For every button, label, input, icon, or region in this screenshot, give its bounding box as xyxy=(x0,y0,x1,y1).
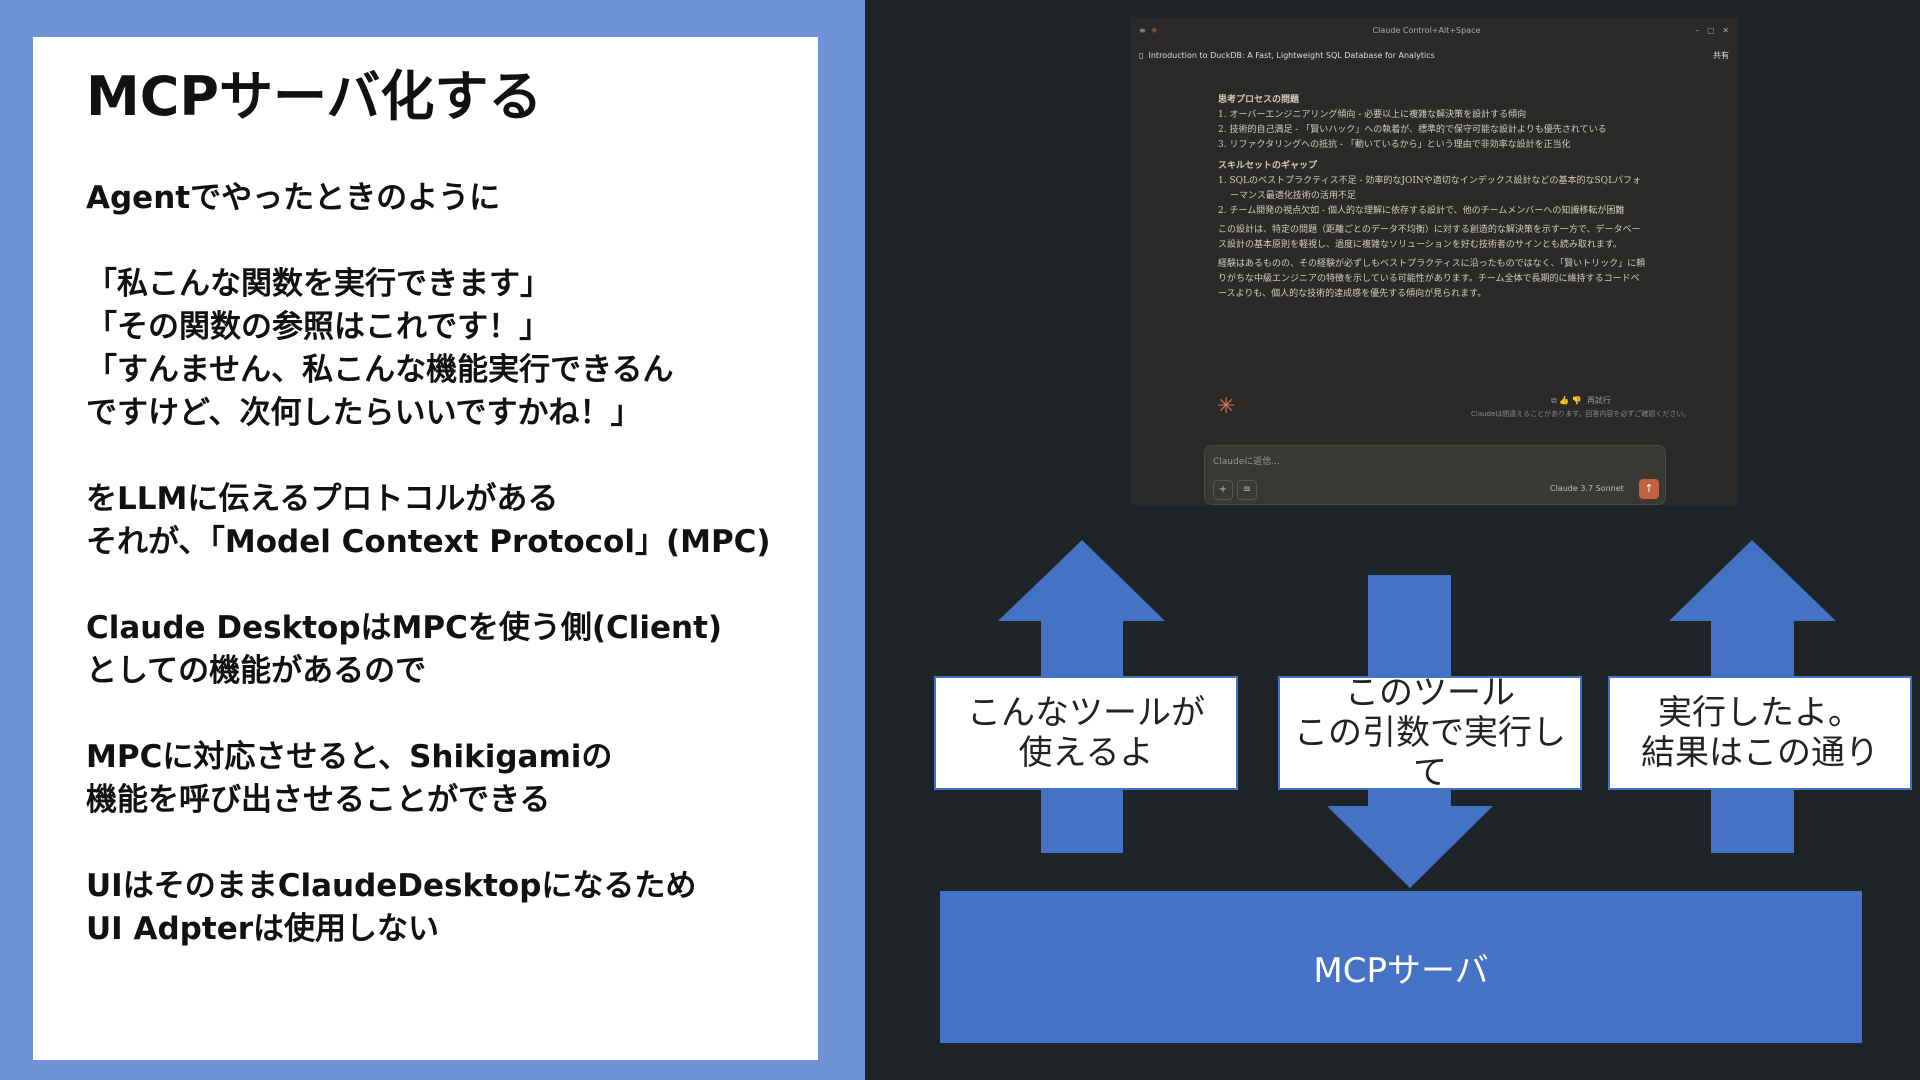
explanation-card: MCPサーバ化する Agentでやったときのように 「私こんな関数を実行できます… xyxy=(33,37,818,1060)
sidebar-toggle-icon[interactable]: ▯ xyxy=(1139,50,1144,60)
message-paragraph: この設計は、特定の問題（距離ごとのデータ不均衡）に対する創造的な解決策を示す一方… xyxy=(1218,225,1641,250)
disclaimer-text: Claudeは間違えることがあります。回答内容を必ずご確認ください。 xyxy=(1471,410,1691,418)
window-title: Claude Control+Alt+Space xyxy=(1372,25,1481,35)
list-item: 2. チーム開発の視点欠如 - 個人的な理解に依存する設計で、他のチームメンバー… xyxy=(1218,206,1625,216)
message-content: 思考プロセスの問題 1. オーバーエンジニアリング傾向 - 必要以上に複雑な解決… xyxy=(1218,87,1648,302)
menu-icon[interactable]: ≡ xyxy=(1139,25,1146,35)
close-icon[interactable]: ✕ xyxy=(1722,25,1729,35)
slide-title: MCPサーバ化する xyxy=(86,65,543,128)
paragraph-2: 「私こんな関数を実行できます」 「その関数の参照はこれです！」 「すんません、私… xyxy=(86,266,674,431)
maximize-icon[interactable]: ▢ xyxy=(1707,25,1715,35)
paragraph-6: UIはそのままClaudeDesktopになるため UI Adpterは使用しな… xyxy=(86,868,697,947)
label-run-tool: このツール この引数で実行して xyxy=(1278,673,1582,793)
list-item: 1. SQLのベストプラクティス不足 - 効率的なJOINや適切なインデックス設… xyxy=(1218,176,1642,201)
retry-button[interactable]: 再試行 xyxy=(1586,396,1611,405)
explanation-body: Agentでやったときのように 「私こんな関数を実行できます」 「その関数の参照… xyxy=(86,177,806,994)
list-item: 2. 技術的自己満足 - 「賢いハック」への執着が、標準的で保守可能な設計よりも… xyxy=(1218,125,1607,135)
reply-input[interactable]: Claudeに返信... xyxy=(1213,457,1280,467)
thumbs-up-icon[interactable]: 👍 xyxy=(1559,396,1570,405)
message-actions: ⧉ 👍 👎 再試行 xyxy=(1551,395,1611,406)
model-selector[interactable]: Claude 3.7 Sonnet xyxy=(1550,484,1624,493)
message-paragraph: 経験はあるものの、その経験が必ずしもベストプラクティスに沿ったものではなく、「賢… xyxy=(1218,259,1646,299)
copy-icon[interactable]: ⧉ xyxy=(1551,396,1557,405)
claude-spark-icon: ✳ xyxy=(1217,394,1236,419)
heading-thinking: 思考プロセスの問題 xyxy=(1218,95,1300,105)
claude-logo-icon: ✳ xyxy=(1150,25,1158,35)
heading-skills: スキルセットのギャップ xyxy=(1218,161,1318,171)
window-titlebar: ≡ ✳ Claude Control+Alt+Space – ▢ ✕ xyxy=(1131,17,1737,43)
label-tools-available: こんなツールが 使えるよ xyxy=(934,676,1238,790)
conversation-header: ▯ Introduction to DuckDB: A Fast, Lightw… xyxy=(1131,43,1737,67)
minimize-icon[interactable]: – xyxy=(1695,25,1700,35)
list-item: 3. リファクタリングへの抵抗 - 「動いているから」という理由で非効率な設計を… xyxy=(1218,140,1571,150)
conversation-title[interactable]: Introduction to DuckDB: A Fast, Lightwei… xyxy=(1148,50,1435,60)
send-button[interactable]: ↑ xyxy=(1639,479,1659,499)
share-button[interactable]: 共有 xyxy=(1713,50,1729,60)
claude-desktop-screenshot: ≡ ✳ Claude Control+Alt+Space – ▢ ✕ ▯ Int… xyxy=(1131,17,1737,505)
tools-button[interactable]: ≡ xyxy=(1237,480,1257,500)
list-item: 1. オーバーエンジニアリング傾向 - 必要以上に複雑な解決策を設計する傾向 xyxy=(1218,110,1527,120)
paragraph-3: をLLMに伝えるプロトコルがある それが、「Model Context Prot… xyxy=(86,481,771,560)
reply-input-box[interactable]: Claudeに返信... + ≡ Claude 3.7 Sonnet ↑ xyxy=(1204,445,1666,505)
thumbs-down-icon[interactable]: 👎 xyxy=(1571,396,1582,405)
label-result: 実行したよ。 結果はこの通り xyxy=(1608,676,1912,790)
paragraph-1: Agentでやったときのように xyxy=(86,180,501,216)
mcp-server-block: MCPサーバ xyxy=(940,891,1862,1043)
add-button[interactable]: + xyxy=(1213,480,1233,500)
paragraph-4: Claude DesktopはMPCを使う側(Client) としての機能がある… xyxy=(86,610,723,689)
paragraph-5: MPCに対応させると、Shikigamiの 機能を呼び出させることができる xyxy=(86,739,613,818)
